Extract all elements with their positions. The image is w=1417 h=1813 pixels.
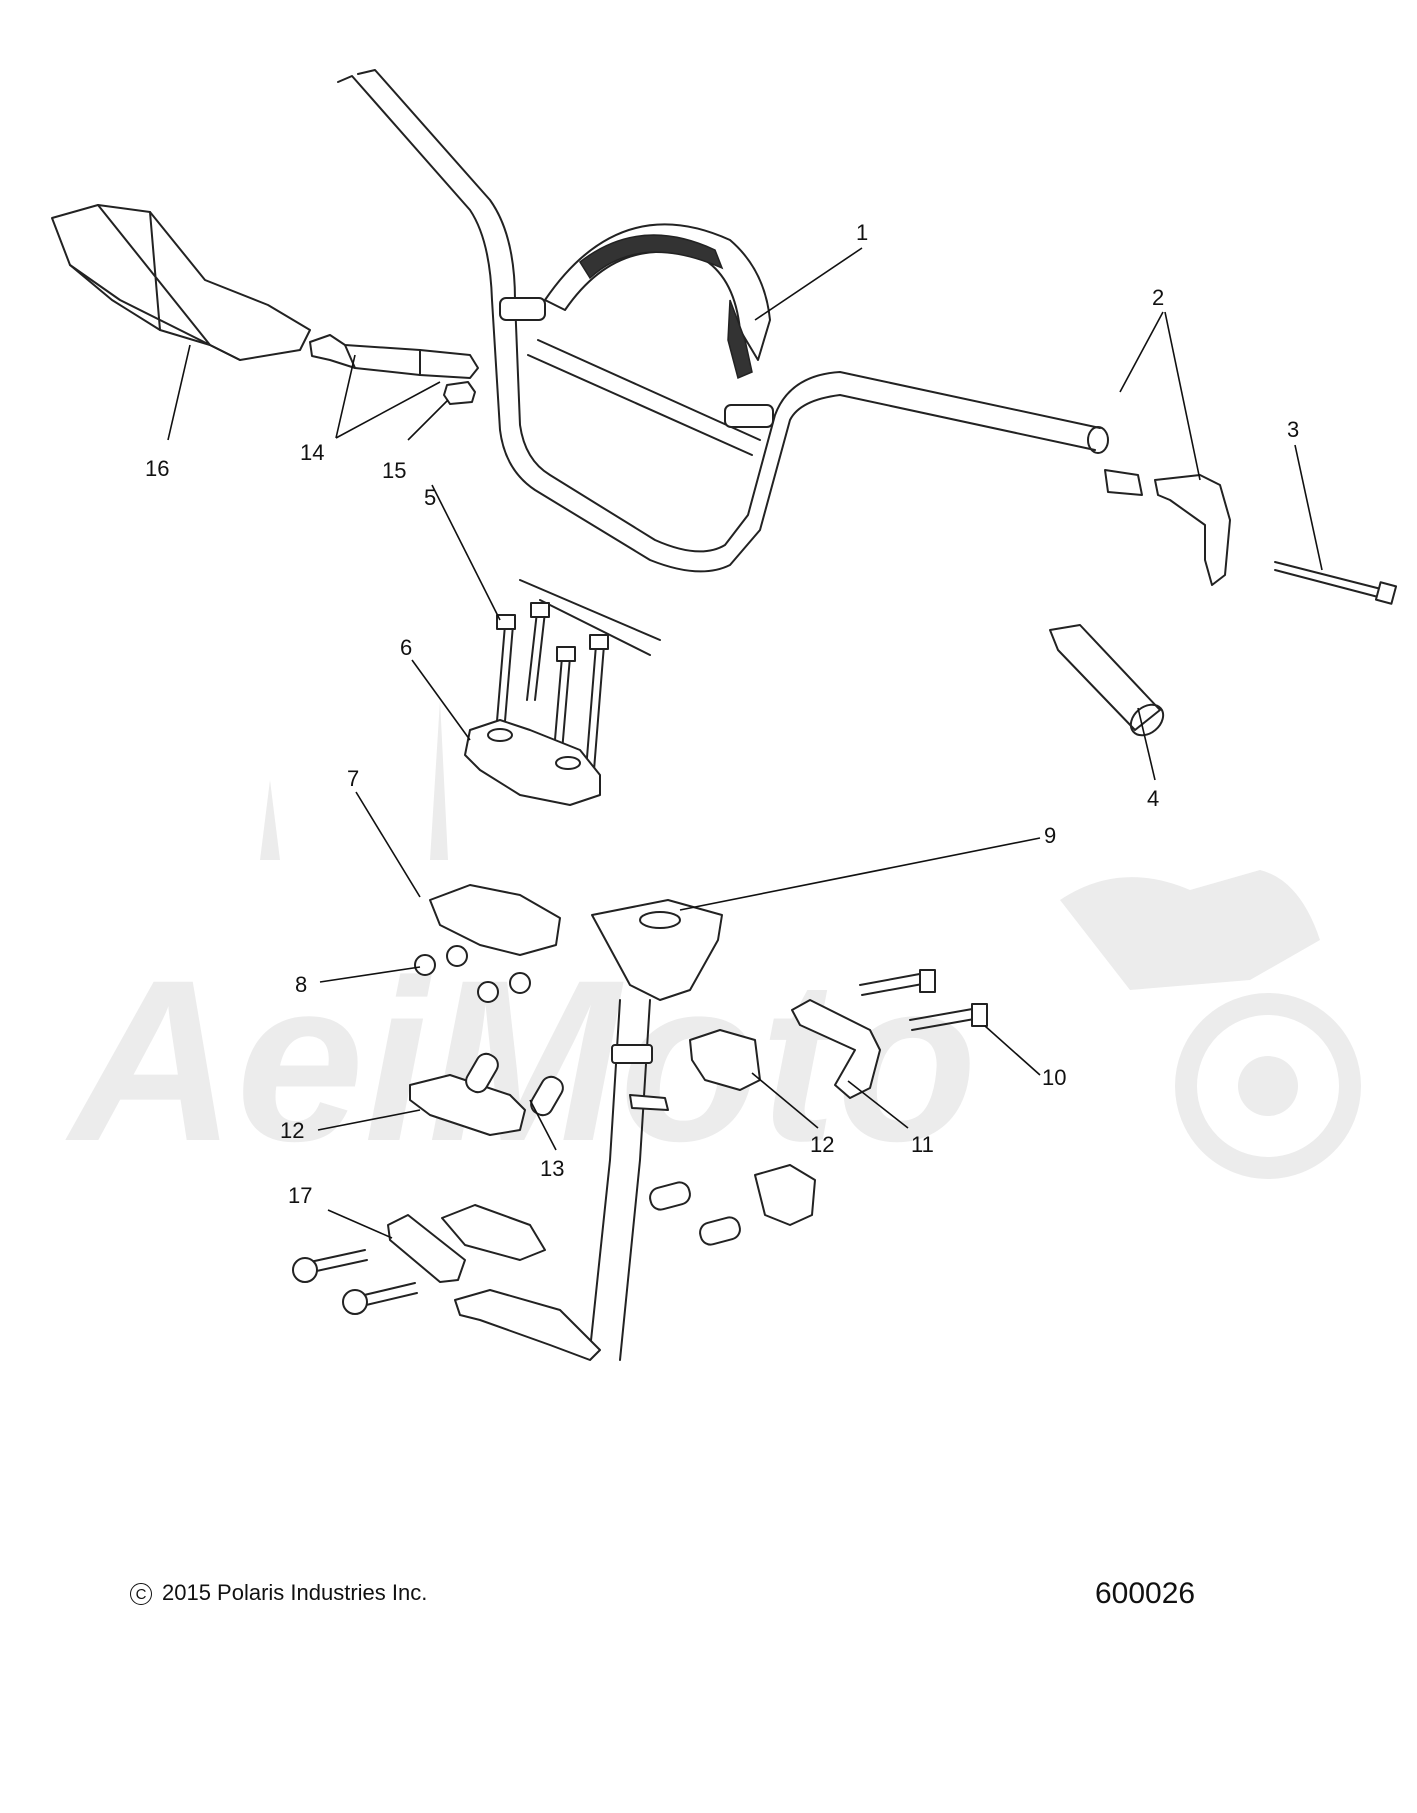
watermark-text: AeiMoto xyxy=(65,932,977,1189)
watermark-motorcycle-icon xyxy=(1060,870,1320,990)
throttle-assembly-part xyxy=(1104,469,1231,586)
callout-12-left: 12 xyxy=(280,1118,304,1143)
hand-guard-part xyxy=(51,204,311,361)
callout-3: 3 xyxy=(1287,417,1299,442)
lower-split-clamps-part xyxy=(441,1164,816,1261)
small-clamp-part xyxy=(443,381,476,405)
grip-part xyxy=(1049,624,1165,737)
callout-15: 15 xyxy=(382,458,406,483)
spacers-part xyxy=(465,1052,741,1246)
hand-guard-bracket-part xyxy=(309,334,479,379)
callout-1: 1 xyxy=(856,220,868,245)
long-bolt-part xyxy=(1274,561,1398,605)
callout-6: 6 xyxy=(400,635,412,660)
diagram-number: 600026 xyxy=(1095,1577,1196,1610)
split-clamp-right-part xyxy=(689,1029,761,1091)
lower-clamp-part xyxy=(429,884,561,956)
copyright-text: 2015 Polaris Industries Inc. xyxy=(162,1580,428,1605)
callout-2: 2 xyxy=(1152,285,1164,310)
callout-5: 5 xyxy=(424,485,436,510)
copyright-notice: C 2015 Polaris Industries Inc. xyxy=(130,1580,427,1606)
callout-12-right: 12 xyxy=(810,1132,834,1157)
upper-clamp-part xyxy=(464,719,601,806)
callout-9: 9 xyxy=(1044,823,1056,848)
mount-bolts-part xyxy=(859,969,988,1031)
callout-10: 10 xyxy=(1042,1065,1066,1090)
callout-14: 14 xyxy=(300,440,324,465)
link-plate-part xyxy=(292,1214,466,1315)
callout-labels: 1 2 3 4 5 6 7 8 9 10 11 12 12 13 14 15 1… xyxy=(145,220,1299,1208)
copyright-icon: C xyxy=(130,1583,152,1606)
callout-17: 17 xyxy=(288,1183,312,1208)
callout-8: 8 xyxy=(295,972,307,997)
steering-post-part xyxy=(454,899,723,1361)
callout-16: 16 xyxy=(145,456,169,481)
callout-11: 11 xyxy=(911,1132,934,1157)
watermark-wheel-icon xyxy=(1175,993,1361,1179)
callout-13: 13 xyxy=(540,1156,564,1181)
leader-lines xyxy=(167,247,1323,1239)
callout-4: 4 xyxy=(1147,786,1159,811)
handlebar-part xyxy=(337,69,1109,656)
callout-7: 7 xyxy=(347,766,359,791)
mounting-plate-part xyxy=(791,999,881,1099)
nuts-part xyxy=(414,945,531,1003)
